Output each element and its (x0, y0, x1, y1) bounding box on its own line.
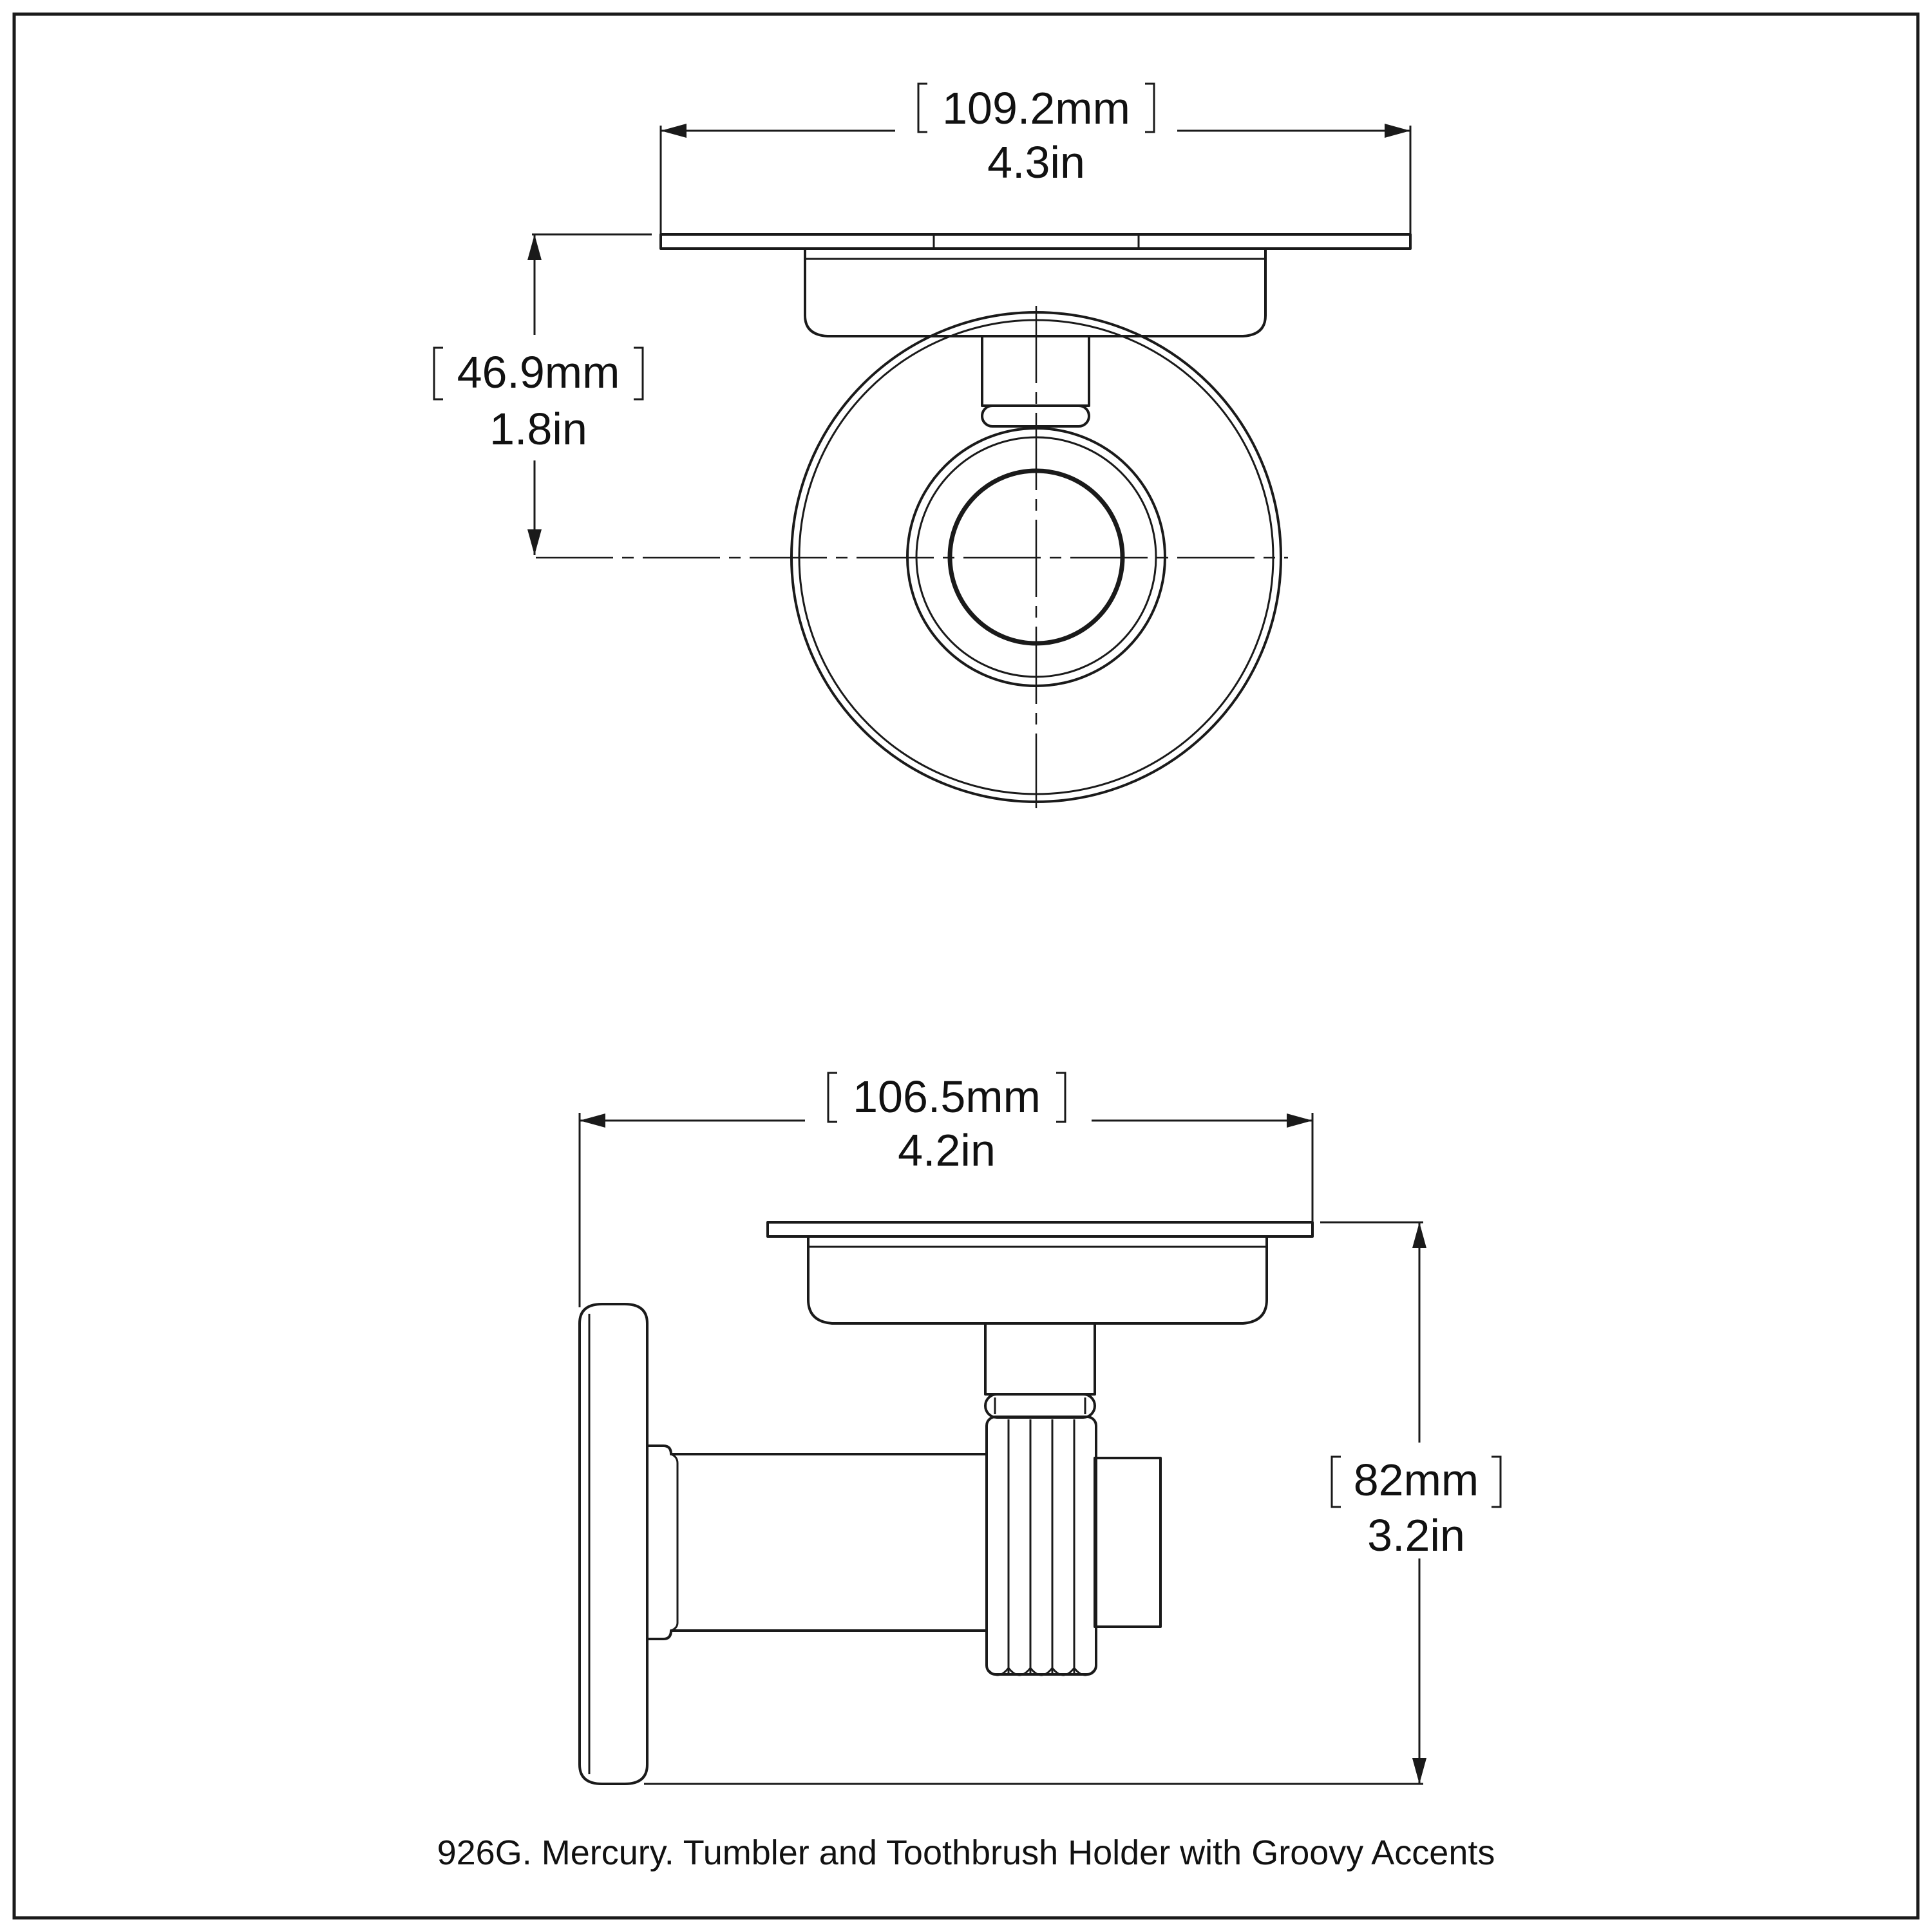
side-view-cup-holder (766, 1221, 1314, 1325)
side-height-metric: 82mm (1354, 1455, 1479, 1505)
side-width-dimension: 106.5mm 4.2in (578, 1072, 1314, 1307)
side-height-dimension: 82mm 3.2in (644, 1221, 1502, 1785)
side-view-post (984, 1322, 1096, 1419)
top-view: 109.2mm 4.3in 46.9mm 1.8in (433, 82, 1412, 808)
side-view: 106.5mm 4.2in 82mm 3.2in (578, 1072, 1502, 1785)
side-height-imperial: 3.2in (1367, 1510, 1465, 1560)
top-height-imperial: 1.8in (489, 404, 587, 454)
side-view-grooved-collar (985, 1416, 1097, 1676)
top-width-imperial: 4.3in (987, 137, 1085, 187)
side-view-arm (646, 1444, 1162, 1640)
side-width-imperial: 4.2in (898, 1125, 996, 1175)
top-width-metric: 109.2mm (942, 83, 1130, 133)
top-height-dimension: 46.9mm 1.8in (433, 233, 652, 555)
side-view-wall-plate (578, 1303, 649, 1785)
top-width-dimension: 109.2mm 4.3in (659, 82, 1412, 245)
drawing-caption: 926G. Mercury. Tumbler and Toothbrush Ho… (437, 1833, 1495, 1872)
top-height-metric: 46.9mm (457, 347, 620, 397)
page-border (12, 12, 1920, 1920)
side-width-metric: 106.5mm (853, 1072, 1041, 1122)
